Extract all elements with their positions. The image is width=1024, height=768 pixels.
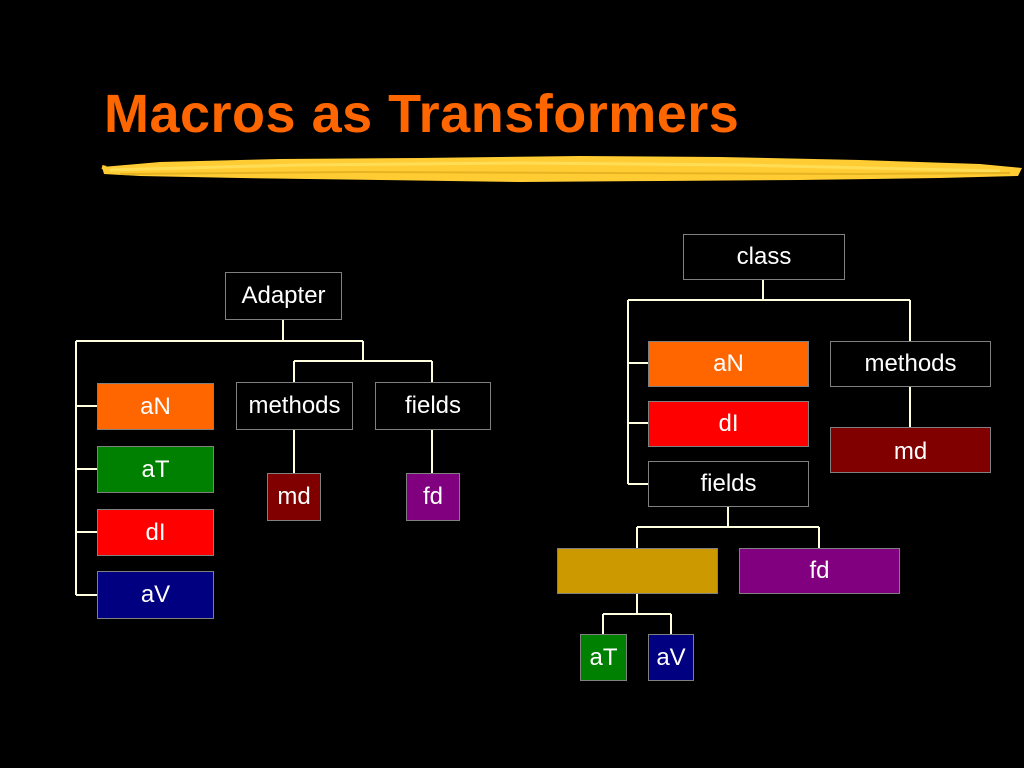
node-right-unnamed xyxy=(557,548,718,594)
node-left-av: aV xyxy=(97,571,214,619)
node-left-methods: methods xyxy=(236,382,353,430)
node-left-di: dI xyxy=(97,509,214,556)
node-left-fields: fields xyxy=(375,382,491,430)
node-right-at: aT xyxy=(580,634,627,681)
node-right-di: dI xyxy=(648,401,809,447)
highlighter-stroke xyxy=(101,156,1022,182)
node-class: class xyxy=(683,234,845,280)
node-right-md: md xyxy=(830,427,991,473)
node-right-av: aV xyxy=(648,634,694,681)
node-right-methods: methods xyxy=(830,341,991,387)
node-left-an: aN xyxy=(97,383,214,430)
slide-title: Macros as Transformers xyxy=(104,84,740,144)
node-left-fd: fd xyxy=(406,473,460,521)
node-right-an: aN xyxy=(648,341,809,387)
node-right-fd: fd xyxy=(739,548,900,594)
node-left-at: aT xyxy=(97,446,214,493)
node-adapter: Adapter xyxy=(225,272,342,320)
node-right-fields: fields xyxy=(648,461,809,507)
node-left-md: md xyxy=(267,473,321,521)
